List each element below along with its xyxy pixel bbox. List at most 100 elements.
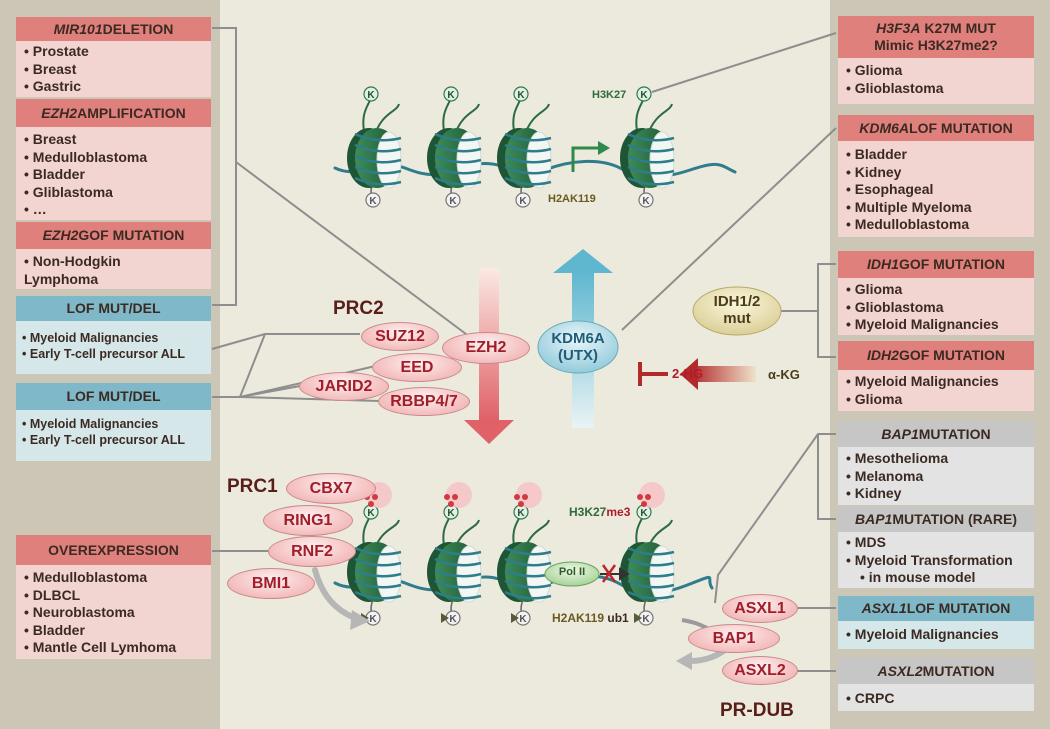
list-item: … [24,201,204,219]
bap1-gene: BAP1 [881,425,919,442]
two-hg-label: 2-HG [672,366,704,381]
ezh2-amp-list: Breast Medulloblastoma Bladder Gliblasto… [24,131,204,219]
list-item: Bladder [846,146,1031,164]
prc2-label: PRC2 [333,298,384,319]
list-item: Myeloid Malignancies [846,316,1031,334]
prdub-label: PR-DUB [720,700,794,721]
kdm6a-name: KDM6A [551,330,605,347]
h2ak119-top-label: H2AK119 [548,193,596,205]
lof2-header: LOF MUT/DEL [16,383,211,410]
ezh2-protein: EZH2 [442,332,530,364]
svg-text:K: K [367,508,375,519]
h3k27me3-label: H3K27me3 [569,505,630,519]
rbbp-protein: RBBP4/7 [378,387,470,416]
lysine-k-icon: K [443,504,459,520]
bap1-protein: BAP1 [688,624,780,653]
kdm6a-ellipse [537,320,619,374]
list-item: MDS [846,534,1032,552]
lof2-list: Myeloid Malignancies Early T-cell precur… [22,417,212,448]
mir101-gene: MIR101 [53,20,103,37]
methyl-dot [448,501,454,507]
list-item: Medulloblastoma [24,149,204,167]
me3-suffix: me3 [606,505,631,519]
methyl-dot [444,494,450,500]
ezh2-amp-label: AMPLIFICATION [77,104,186,121]
ubiquitin-mark [441,613,449,623]
list-item: Myeloid Transformation [846,552,1032,570]
lof1-list: Myeloid Malignancies Early T-cell precur… [22,331,212,362]
methyl-dot [514,494,520,500]
methyl-dot [641,501,647,507]
inhibition-symbol [638,362,668,386]
h3k27-label: H3K27 [592,89,627,101]
list-item: Esophageal [846,181,1031,199]
svg-text:K: K [642,196,650,207]
list-item: Kidney [846,485,1031,503]
nucleosome-bottom [427,542,482,603]
nucleosome-top [497,128,552,189]
list-item: Bladder [24,166,204,184]
svg-text:K: K [517,508,525,519]
nucleosome-bottom [620,542,675,603]
bap1-header: BAP1 MUTATION [838,421,1034,447]
kdm6a-gene: KDM6A [859,119,910,136]
idh1-gene: IDH1 [867,256,899,273]
lof1-header: LOF MUT/DEL [16,296,211,321]
list-item: Gastric [24,78,204,96]
svg-text:K: K [447,508,455,519]
idh-name: IDH1/2 [713,293,761,310]
ring1-protein: RING1 [263,505,353,536]
ubiquitin-mark [634,613,642,623]
svg-text:K: K [640,90,648,101]
idh1-label: GOF MUTATION [898,256,1005,273]
methyl-dot [637,494,643,500]
idh-mut-label: IDH1/2 mut [693,293,781,327]
asxl1-list: Myeloid Malignancies [846,626,1031,644]
h2ak119ub1-label: H2AK119 ub1 [552,611,629,625]
overexpression-header: OVEREXPRESSION [16,535,211,565]
pol2-label: Pol II [558,566,586,578]
asxl2-gene: ASXL2 [877,662,923,679]
suz12-protein: SUZ12 [361,322,439,351]
ezh2-gof-list: Non-Hodgkin Lymphoma [24,253,144,288]
nucleosome-top [347,128,402,189]
idh-ellipse [692,286,782,336]
h3f3a-list: Glioma Glioblastoma [846,62,1026,97]
list-item: Myeloid Malignancies [22,331,212,347]
list-item: Glioblastoma [846,80,1026,98]
h3f3a-gene: H3F3A [876,20,921,37]
lysine-k-icon: K [636,86,652,102]
bap1-list: Mesothelioma Melanoma Kidney [846,450,1031,503]
kdm6a-list: Bladder Kidney Esophageal Multiple Myelo… [846,146,1031,234]
list-item: Multiple Myeloma [846,199,1031,217]
h3f3a-header: H3F3A K27M MUT Mimic H3K27me2? [838,16,1034,58]
svg-text:K: K [449,196,457,207]
list-item: Early T-cell precursor ALL [22,347,212,363]
svg-text:K: K [640,508,648,519]
list-item: Melanoma [846,468,1031,486]
bmi1-protein: BMI1 [227,568,315,599]
idh1-header: IDH1 GOF MUTATION [838,251,1034,278]
list-item: Non-Hodgkin Lymphoma [24,253,144,288]
blocked-transcription-arrow [600,567,630,581]
akg-label: α-KG [768,367,800,382]
list-item: Breast [24,131,204,149]
idh1-list: Glioma Glioblastoma Myeloid Malignancies [846,281,1031,334]
pol2-ellipse [544,561,600,587]
mir101-label: DELETION [102,20,174,37]
prc1-label: PRC1 [227,476,278,497]
lysine-k-icon: K [365,192,381,208]
red-x-icon [601,564,617,583]
svg-text:K: K [369,196,377,207]
rnf2-protein: RNF2 [268,536,356,567]
list-item: Prostate [24,43,204,61]
list-item: Glioma [846,62,1026,80]
nucleosome-bottom [347,542,402,603]
lysine-k-icon: K [513,86,529,102]
svg-text:K: K [369,614,377,625]
lysine-k-icon: K [363,86,379,102]
idh-mut: mut [723,310,751,327]
list-item: Myeloid Malignancies [846,373,1031,391]
list-item: Glioblastoma [846,299,1031,317]
svg-text:K: K [517,90,525,101]
